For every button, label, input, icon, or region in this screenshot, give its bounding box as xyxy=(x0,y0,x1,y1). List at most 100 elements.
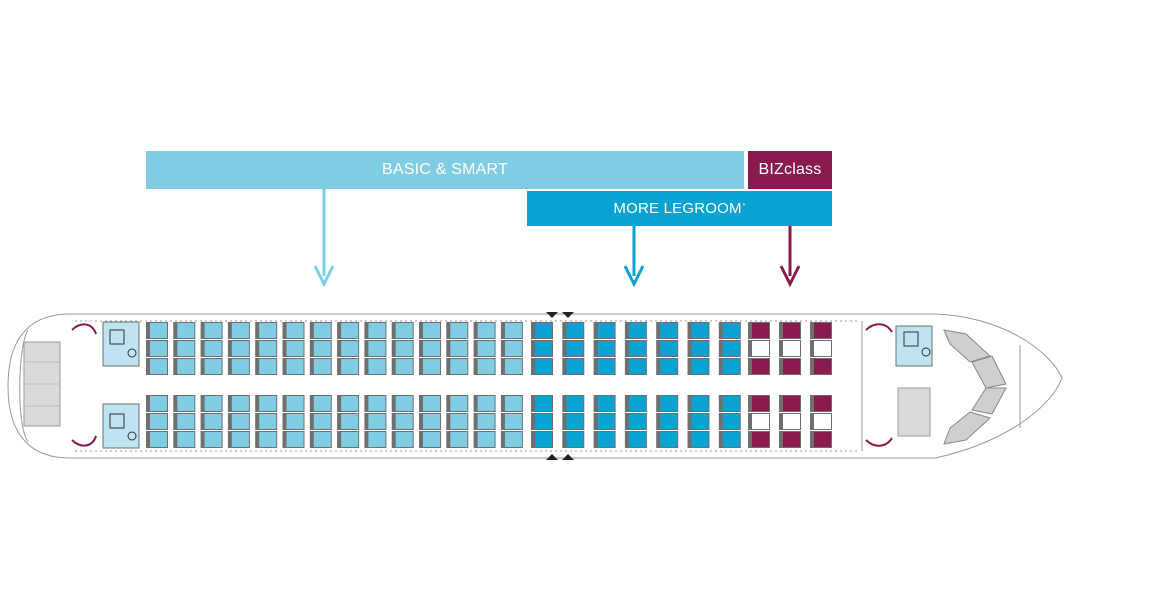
seat-basic[interactable] xyxy=(446,340,469,357)
seat-basic[interactable] xyxy=(146,322,168,339)
seat-legroom[interactable] xyxy=(593,322,616,339)
seat-basic[interactable] xyxy=(337,413,360,430)
seat-basic[interactable] xyxy=(200,322,223,339)
seat-basic[interactable] xyxy=(419,322,441,339)
seat-basic[interactable] xyxy=(446,358,469,375)
seat-basic[interactable] xyxy=(500,395,523,412)
seat-basic[interactable] xyxy=(337,340,360,357)
seat-basic[interactable] xyxy=(282,358,305,375)
seat-legroom[interactable] xyxy=(687,413,710,430)
seat-legroom[interactable] xyxy=(687,340,710,357)
seat-legroom[interactable] xyxy=(718,413,741,430)
seat-basic[interactable] xyxy=(146,431,168,448)
seat-biz[interactable] xyxy=(810,431,832,448)
seat-legroom[interactable] xyxy=(531,395,553,412)
seat-basic[interactable] xyxy=(391,431,414,448)
seat-legroom[interactable] xyxy=(562,358,585,375)
seat-legroom[interactable] xyxy=(687,322,710,339)
seat-basic[interactable] xyxy=(146,358,168,375)
seat-legroom[interactable] xyxy=(718,340,741,357)
seat-legroom[interactable] xyxy=(531,413,553,430)
seat-basic[interactable] xyxy=(446,431,469,448)
seat-basic[interactable] xyxy=(500,340,523,357)
seat-basic[interactable] xyxy=(337,358,360,375)
seat-basic[interactable] xyxy=(391,358,414,375)
seat-basic[interactable] xyxy=(227,413,250,430)
seat-basic[interactable] xyxy=(473,340,496,357)
seat-basic[interactable] xyxy=(391,322,414,339)
seat-legroom[interactable] xyxy=(656,395,679,412)
seat-biz-blocked[interactable] xyxy=(810,340,832,357)
seat-legroom[interactable] xyxy=(562,395,585,412)
seat-legroom[interactable] xyxy=(593,431,616,448)
seat-basic[interactable] xyxy=(200,358,223,375)
seat-biz-blocked[interactable] xyxy=(748,413,770,430)
seat-basic[interactable] xyxy=(419,413,441,430)
seat-legroom[interactable] xyxy=(624,431,647,448)
seat-biz[interactable] xyxy=(748,358,770,375)
seat-legroom[interactable] xyxy=(718,358,741,375)
seat-legroom[interactable] xyxy=(593,340,616,357)
seat-basic[interactable] xyxy=(255,358,278,375)
seat-biz[interactable] xyxy=(779,322,801,339)
seat-basic[interactable] xyxy=(500,358,523,375)
seat-basic[interactable] xyxy=(146,413,168,430)
seat-legroom[interactable] xyxy=(687,431,710,448)
seat-legroom[interactable] xyxy=(718,322,741,339)
seat-basic[interactable] xyxy=(473,431,496,448)
seat-basic[interactable] xyxy=(255,340,278,357)
seat-legroom[interactable] xyxy=(656,413,679,430)
seat-basic[interactable] xyxy=(200,395,223,412)
seat-basic[interactable] xyxy=(255,413,278,430)
seat-basic[interactable] xyxy=(200,431,223,448)
seat-basic[interactable] xyxy=(419,340,441,357)
seat-basic[interactable] xyxy=(255,431,278,448)
seat-basic[interactable] xyxy=(391,413,414,430)
seat-biz[interactable] xyxy=(810,322,832,339)
seat-basic[interactable] xyxy=(337,431,360,448)
seat-basic[interactable] xyxy=(337,322,360,339)
seat-basic[interactable] xyxy=(500,413,523,430)
seat-basic[interactable] xyxy=(227,431,250,448)
seat-legroom[interactable] xyxy=(718,395,741,412)
seat-basic[interactable] xyxy=(473,322,496,339)
seat-basic[interactable] xyxy=(337,395,360,412)
seat-legroom[interactable] xyxy=(624,322,647,339)
seat-biz[interactable] xyxy=(810,358,832,375)
seat-biz-blocked[interactable] xyxy=(779,413,801,430)
seat-legroom[interactable] xyxy=(624,340,647,357)
seat-basic[interactable] xyxy=(255,395,278,412)
seat-basic[interactable] xyxy=(146,395,168,412)
seat-biz[interactable] xyxy=(779,358,801,375)
seat-basic[interactable] xyxy=(282,413,305,430)
seat-basic[interactable] xyxy=(282,431,305,448)
seat-basic[interactable] xyxy=(227,358,250,375)
seat-legroom[interactable] xyxy=(656,431,679,448)
seat-basic[interactable] xyxy=(227,322,250,339)
seat-biz[interactable] xyxy=(779,395,801,412)
seat-biz-blocked[interactable] xyxy=(810,413,832,430)
seat-basic[interactable] xyxy=(282,322,305,339)
seat-legroom[interactable] xyxy=(718,431,741,448)
seat-basic[interactable] xyxy=(364,431,387,448)
seat-basic[interactable] xyxy=(309,358,332,375)
seat-biz[interactable] xyxy=(779,431,801,448)
seat-basic[interactable] xyxy=(173,395,196,412)
seat-basic[interactable] xyxy=(473,358,496,375)
seat-basic[interactable] xyxy=(446,322,469,339)
seat-basic[interactable] xyxy=(146,340,168,357)
seat-biz-blocked[interactable] xyxy=(779,340,801,357)
seat-basic[interactable] xyxy=(364,322,387,339)
seat-legroom[interactable] xyxy=(624,413,647,430)
seat-biz[interactable] xyxy=(810,395,832,412)
seat-legroom[interactable] xyxy=(593,358,616,375)
seat-legroom[interactable] xyxy=(562,322,585,339)
seat-basic[interactable] xyxy=(473,413,496,430)
seat-basic[interactable] xyxy=(500,431,523,448)
seat-basic[interactable] xyxy=(364,413,387,430)
seat-basic[interactable] xyxy=(173,322,196,339)
seat-basic[interactable] xyxy=(309,322,332,339)
seat-basic[interactable] xyxy=(309,340,332,357)
seat-biz[interactable] xyxy=(748,431,770,448)
seat-basic[interactable] xyxy=(282,340,305,357)
